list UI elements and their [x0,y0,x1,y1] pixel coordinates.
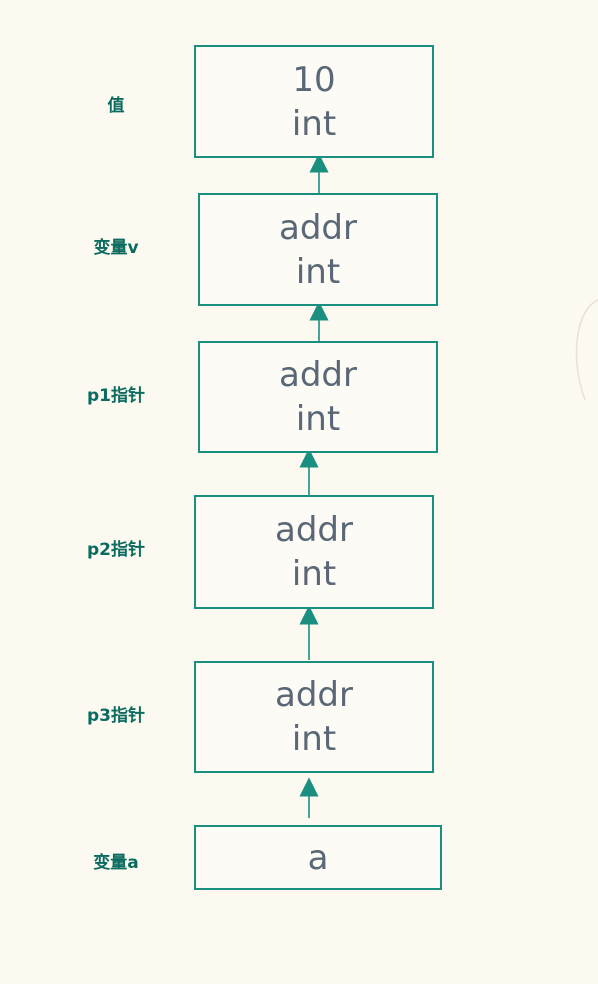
box-variable-v: addr int [198,193,438,306]
label-variable-a: 变量a [93,853,139,873]
box-variable-a: a [194,825,442,890]
label-p3-pointer: p3指针 [87,706,145,726]
box-value-line1: 10 [292,59,336,100]
box-p2-pointer-line2: int [291,554,337,594]
box-p2-pointer: addr int [194,495,434,609]
box-p3-pointer: addr int [194,661,434,773]
label-variable-v: 变量v [93,238,139,258]
box-variable-v-line2: int [295,251,341,292]
label-p2-pointer: p2指针 [87,540,145,560]
box-p2-pointer-line1: addr [275,510,353,550]
label-value: 值 [107,96,125,116]
box-variable-v-line1: addr [279,207,357,248]
box-value: 10 int [194,45,434,158]
box-variable-a-line1: a [307,837,329,878]
box-p1-pointer: addr int [198,341,438,453]
box-p3-pointer-line1: addr [275,675,353,715]
box-p1-pointer-line2: int [295,399,341,439]
box-p1-pointer-line1: addr [279,355,357,395]
box-value-line2: int [291,103,337,144]
box-p3-pointer-line2: int [291,719,337,759]
label-p1-pointer: p1指针 [87,386,145,406]
